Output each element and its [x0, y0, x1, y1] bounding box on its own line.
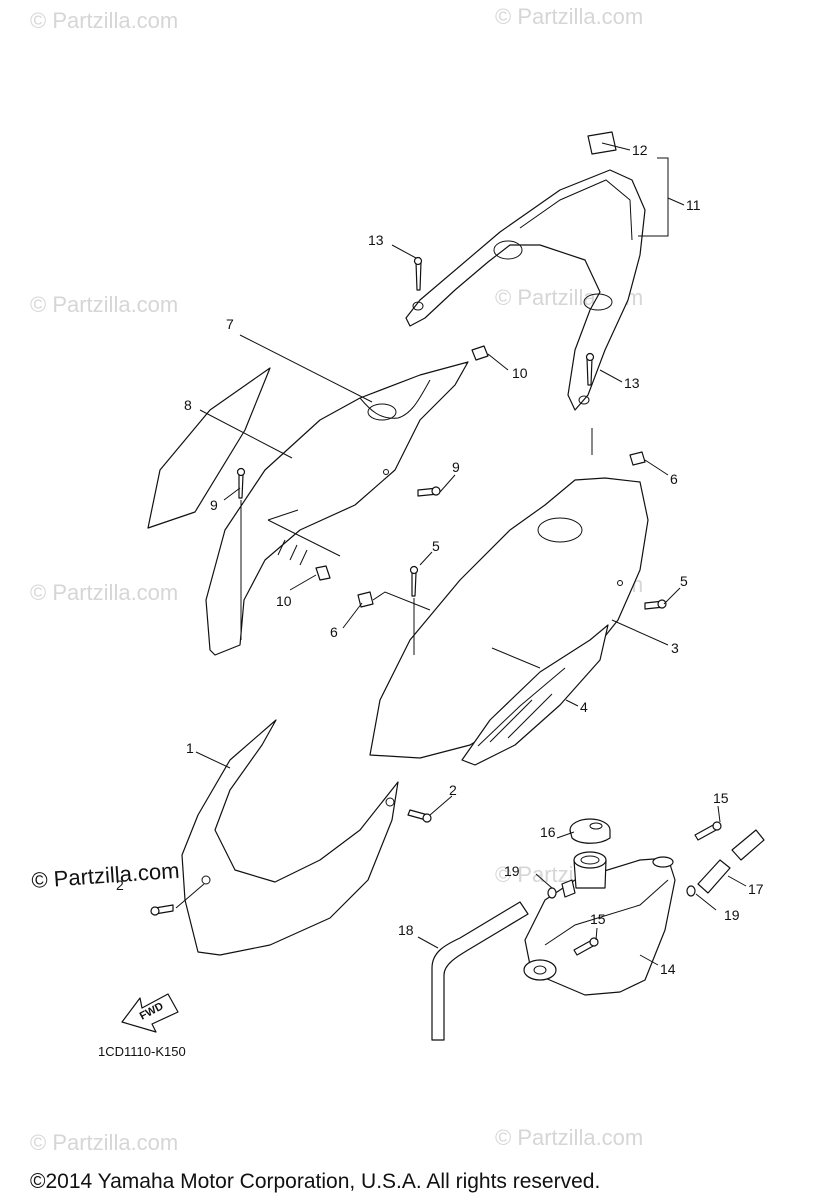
- part-19-clip-left: [547, 887, 557, 899]
- part-15-screws: [573, 821, 722, 956]
- callout-2: 2: [116, 877, 124, 893]
- part-19-clip-right: [686, 885, 696, 897]
- watermark: © Partzilla.com: [30, 580, 178, 605]
- callout-3: 3: [671, 640, 679, 656]
- hardware: [150, 256, 667, 916]
- fwd-arrow: FWD: [121, 993, 179, 1033]
- part-1-front-cover: [181, 719, 399, 956]
- callout-15: 15: [590, 911, 606, 927]
- callout-5: 5: [432, 538, 440, 554]
- callout-10: 10: [276, 593, 292, 609]
- watermark: © Partzilla.com: [495, 4, 643, 29]
- part-11-tail-cover: [405, 169, 646, 411]
- callout-numbers: 12 11 13 13 10 7 8 9 9 6 5 5 10 6 3 4 1 …: [116, 142, 764, 977]
- part-17-hose: [697, 829, 765, 894]
- callout-6: 6: [670, 471, 678, 487]
- part-7-side-cover-left: [205, 361, 469, 656]
- part-14-reservoir-tank: [523, 856, 676, 996]
- part-4-graphic-decal: [461, 624, 609, 766]
- callout-10: 10: [512, 365, 528, 381]
- callout-6: 6: [330, 624, 338, 640]
- callout-13: 13: [368, 232, 384, 248]
- callout-19: 19: [724, 907, 740, 923]
- callout-17: 17: [748, 881, 764, 897]
- callout-8: 8: [184, 397, 192, 413]
- copyright-notice: ©2014 Yamaha Motor Corporation, U.S.A. A…: [30, 1170, 600, 1193]
- callout-9: 9: [452, 459, 460, 475]
- part-16-tank-cap: [569, 818, 611, 889]
- watermark: © Partzilla.com: [30, 292, 178, 317]
- callout-9: 9: [210, 497, 218, 513]
- callout-7: 7: [226, 316, 234, 332]
- part-8-trim-panel: [147, 367, 271, 529]
- callout-19: 19: [504, 863, 520, 879]
- callout-16: 16: [540, 824, 556, 840]
- callout-15: 15: [713, 790, 729, 806]
- diagram-code: 1CD1110-K150: [98, 1044, 186, 1059]
- watermark-prominent: © Partzilla.com: [31, 858, 181, 893]
- part-18-hose: [431, 901, 529, 1041]
- watermark: © Partzilla.com: [30, 1130, 178, 1155]
- tank-inlet-spout: [561, 879, 576, 898]
- callout-13: 13: [624, 375, 640, 391]
- watermark: © Partzilla.com: [30, 8, 178, 33]
- callout-4: 4: [580, 699, 588, 715]
- callout-5: 5: [680, 573, 688, 589]
- callout-14: 14: [660, 961, 676, 977]
- callout-11: 11: [686, 197, 701, 213]
- callout-12: 12: [632, 142, 648, 158]
- callout-18: 18: [398, 922, 414, 938]
- watermark: © Partzilla.com: [495, 1125, 643, 1150]
- callout-2: 2: [449, 782, 457, 798]
- callout-1: 1: [186, 740, 194, 756]
- leader-lines: [175, 142, 747, 966]
